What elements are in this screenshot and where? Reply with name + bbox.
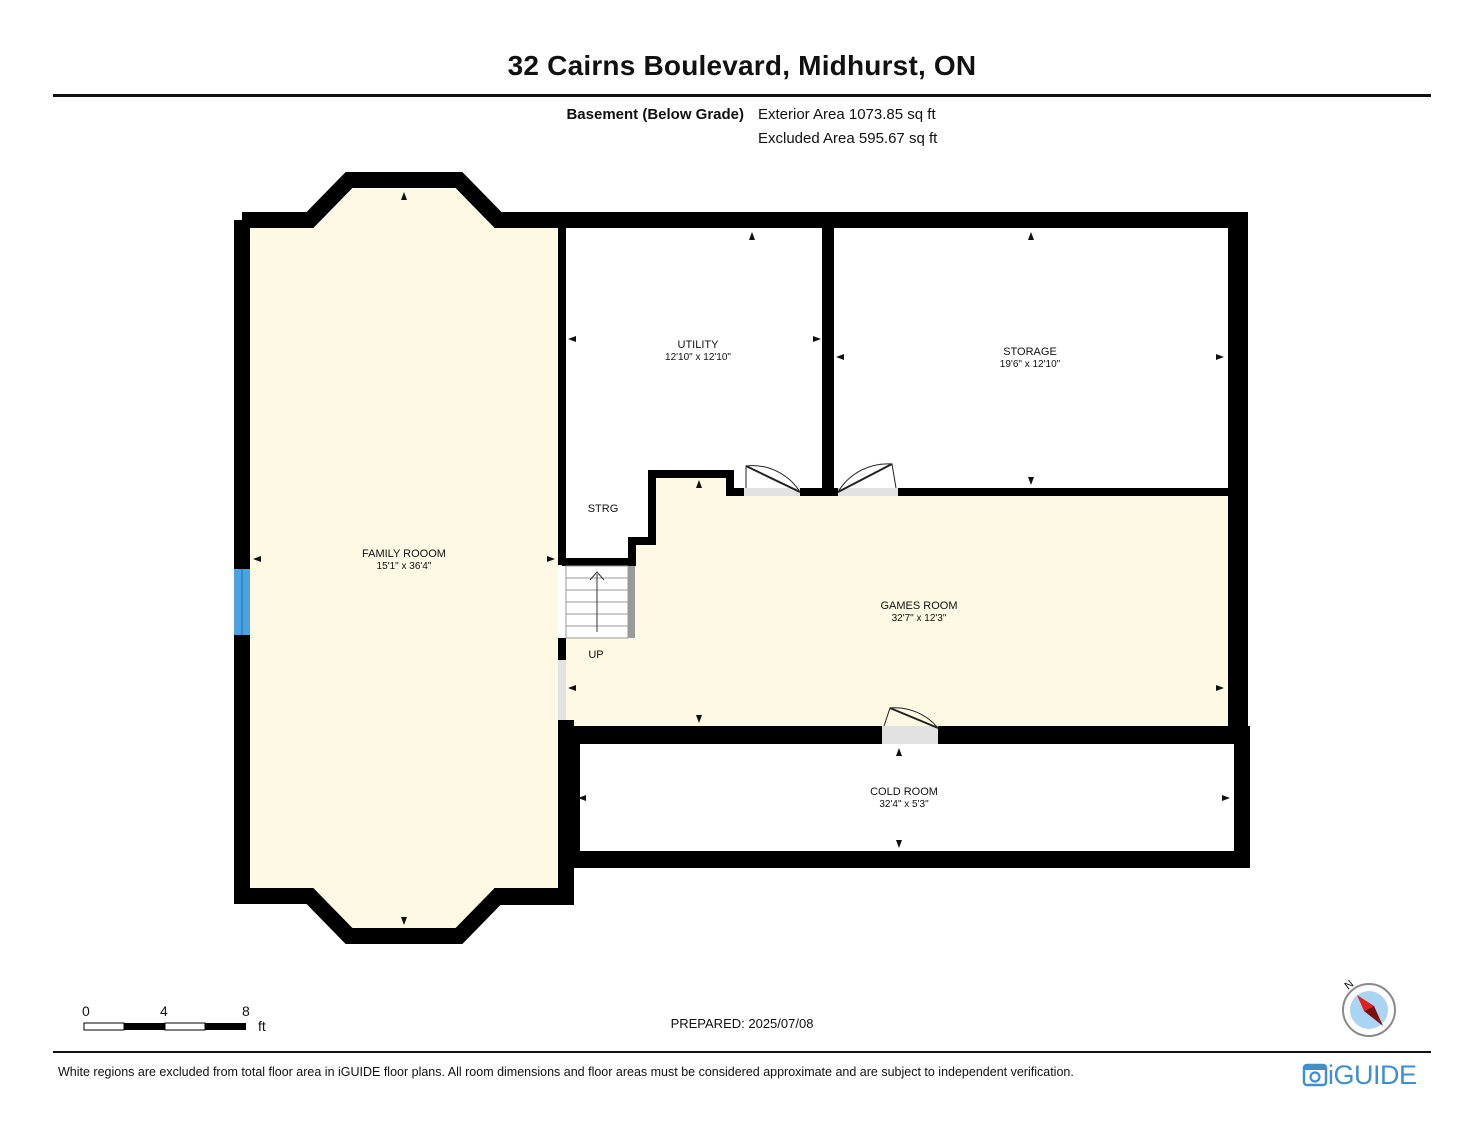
level-label: Basement (Below Grade) [566, 106, 744, 123]
utility-bottom-wall [726, 488, 744, 496]
family-room-floor [250, 189, 558, 928]
page-title: 32 Cairns Boulevard, Midhurst, ON [507, 50, 977, 81]
cold-room-door-opening[interactable] [882, 726, 938, 744]
dimension-arrows [253, 192, 1230, 925]
utility-door-opening[interactable] [744, 488, 800, 496]
strg-label: STRG [588, 503, 619, 515]
cold-room-right-wall [1234, 730, 1250, 868]
utility-room-name: UTILITY [678, 339, 720, 351]
games-room-name: GAMES ROOM [880, 600, 957, 612]
exterior-area: Exterior Area 1073.85 sq ft [758, 106, 936, 123]
family-room-dims: 15'1" x 36'4" [377, 561, 432, 572]
games-room-dims: 32'7" x 12'3" [892, 613, 947, 624]
cold-room-top-wall [558, 726, 882, 744]
stairs-up-label: UP [588, 649, 603, 661]
north-compass-icon: N [1342, 978, 1396, 1037]
storage-door-left-wall [800, 488, 838, 496]
family-games-wall [558, 638, 566, 660]
cold-room-name: COLD ROOM [870, 786, 938, 798]
cold-room-top-wall-right [938, 726, 1250, 744]
scale-tick-8: 8 [242, 1003, 250, 1019]
right-wall [1228, 212, 1248, 742]
disclaimer-text: White regions are excluded from total fl… [58, 1065, 1074, 1079]
top-wall [558, 212, 1248, 228]
storage-room-dims: 19'6" x 12'10" [1000, 359, 1061, 370]
scale-tick-0: 0 [82, 1003, 90, 1019]
family-bottom-corner-wall [494, 888, 574, 905]
iguide-logo-text: iGUIDE [1328, 1059, 1417, 1090]
family-right-lower-wall [558, 720, 574, 905]
cold-room-dims: 32'4" x 5'3" [879, 799, 929, 810]
utility-floor [566, 228, 822, 488]
family-games-door-opening[interactable] [558, 660, 566, 720]
utility-room-dims: 12'10" x 12'10" [665, 352, 731, 363]
cold-room-floor [580, 744, 1234, 851]
storage-room-name: STORAGE [1003, 346, 1057, 358]
scale-bar [83, 1022, 246, 1031]
cold-room-bottom-wall [572, 851, 1250, 868]
family-room-name: FAMILY ROOOM [362, 548, 446, 560]
iguide-logo: iGUIDE [1302, 1059, 1417, 1091]
storage-bottom-wall [898, 488, 1228, 496]
utility-left-wall [558, 228, 566, 565]
strg-closet-wall [562, 470, 734, 566]
storage-floor [834, 228, 1228, 488]
stairs [565, 565, 635, 639]
utility-storage-wall [822, 212, 834, 496]
scale-unit: ft [258, 1018, 266, 1034]
prepared-date: PREPARED: 2025/07/08 [670, 1016, 814, 1031]
header-divider [53, 94, 1431, 97]
excluded-area: Excluded Area 595.67 sq ft [758, 130, 938, 147]
iguide-logo-icon [1302, 1063, 1328, 1087]
footer-divider [53, 1051, 1431, 1053]
scale-tick-4: 4 [160, 1003, 168, 1019]
storage-door-opening[interactable] [838, 488, 898, 496]
cold-room-left-wall [572, 744, 580, 868]
games-room-floor [566, 478, 1228, 726]
